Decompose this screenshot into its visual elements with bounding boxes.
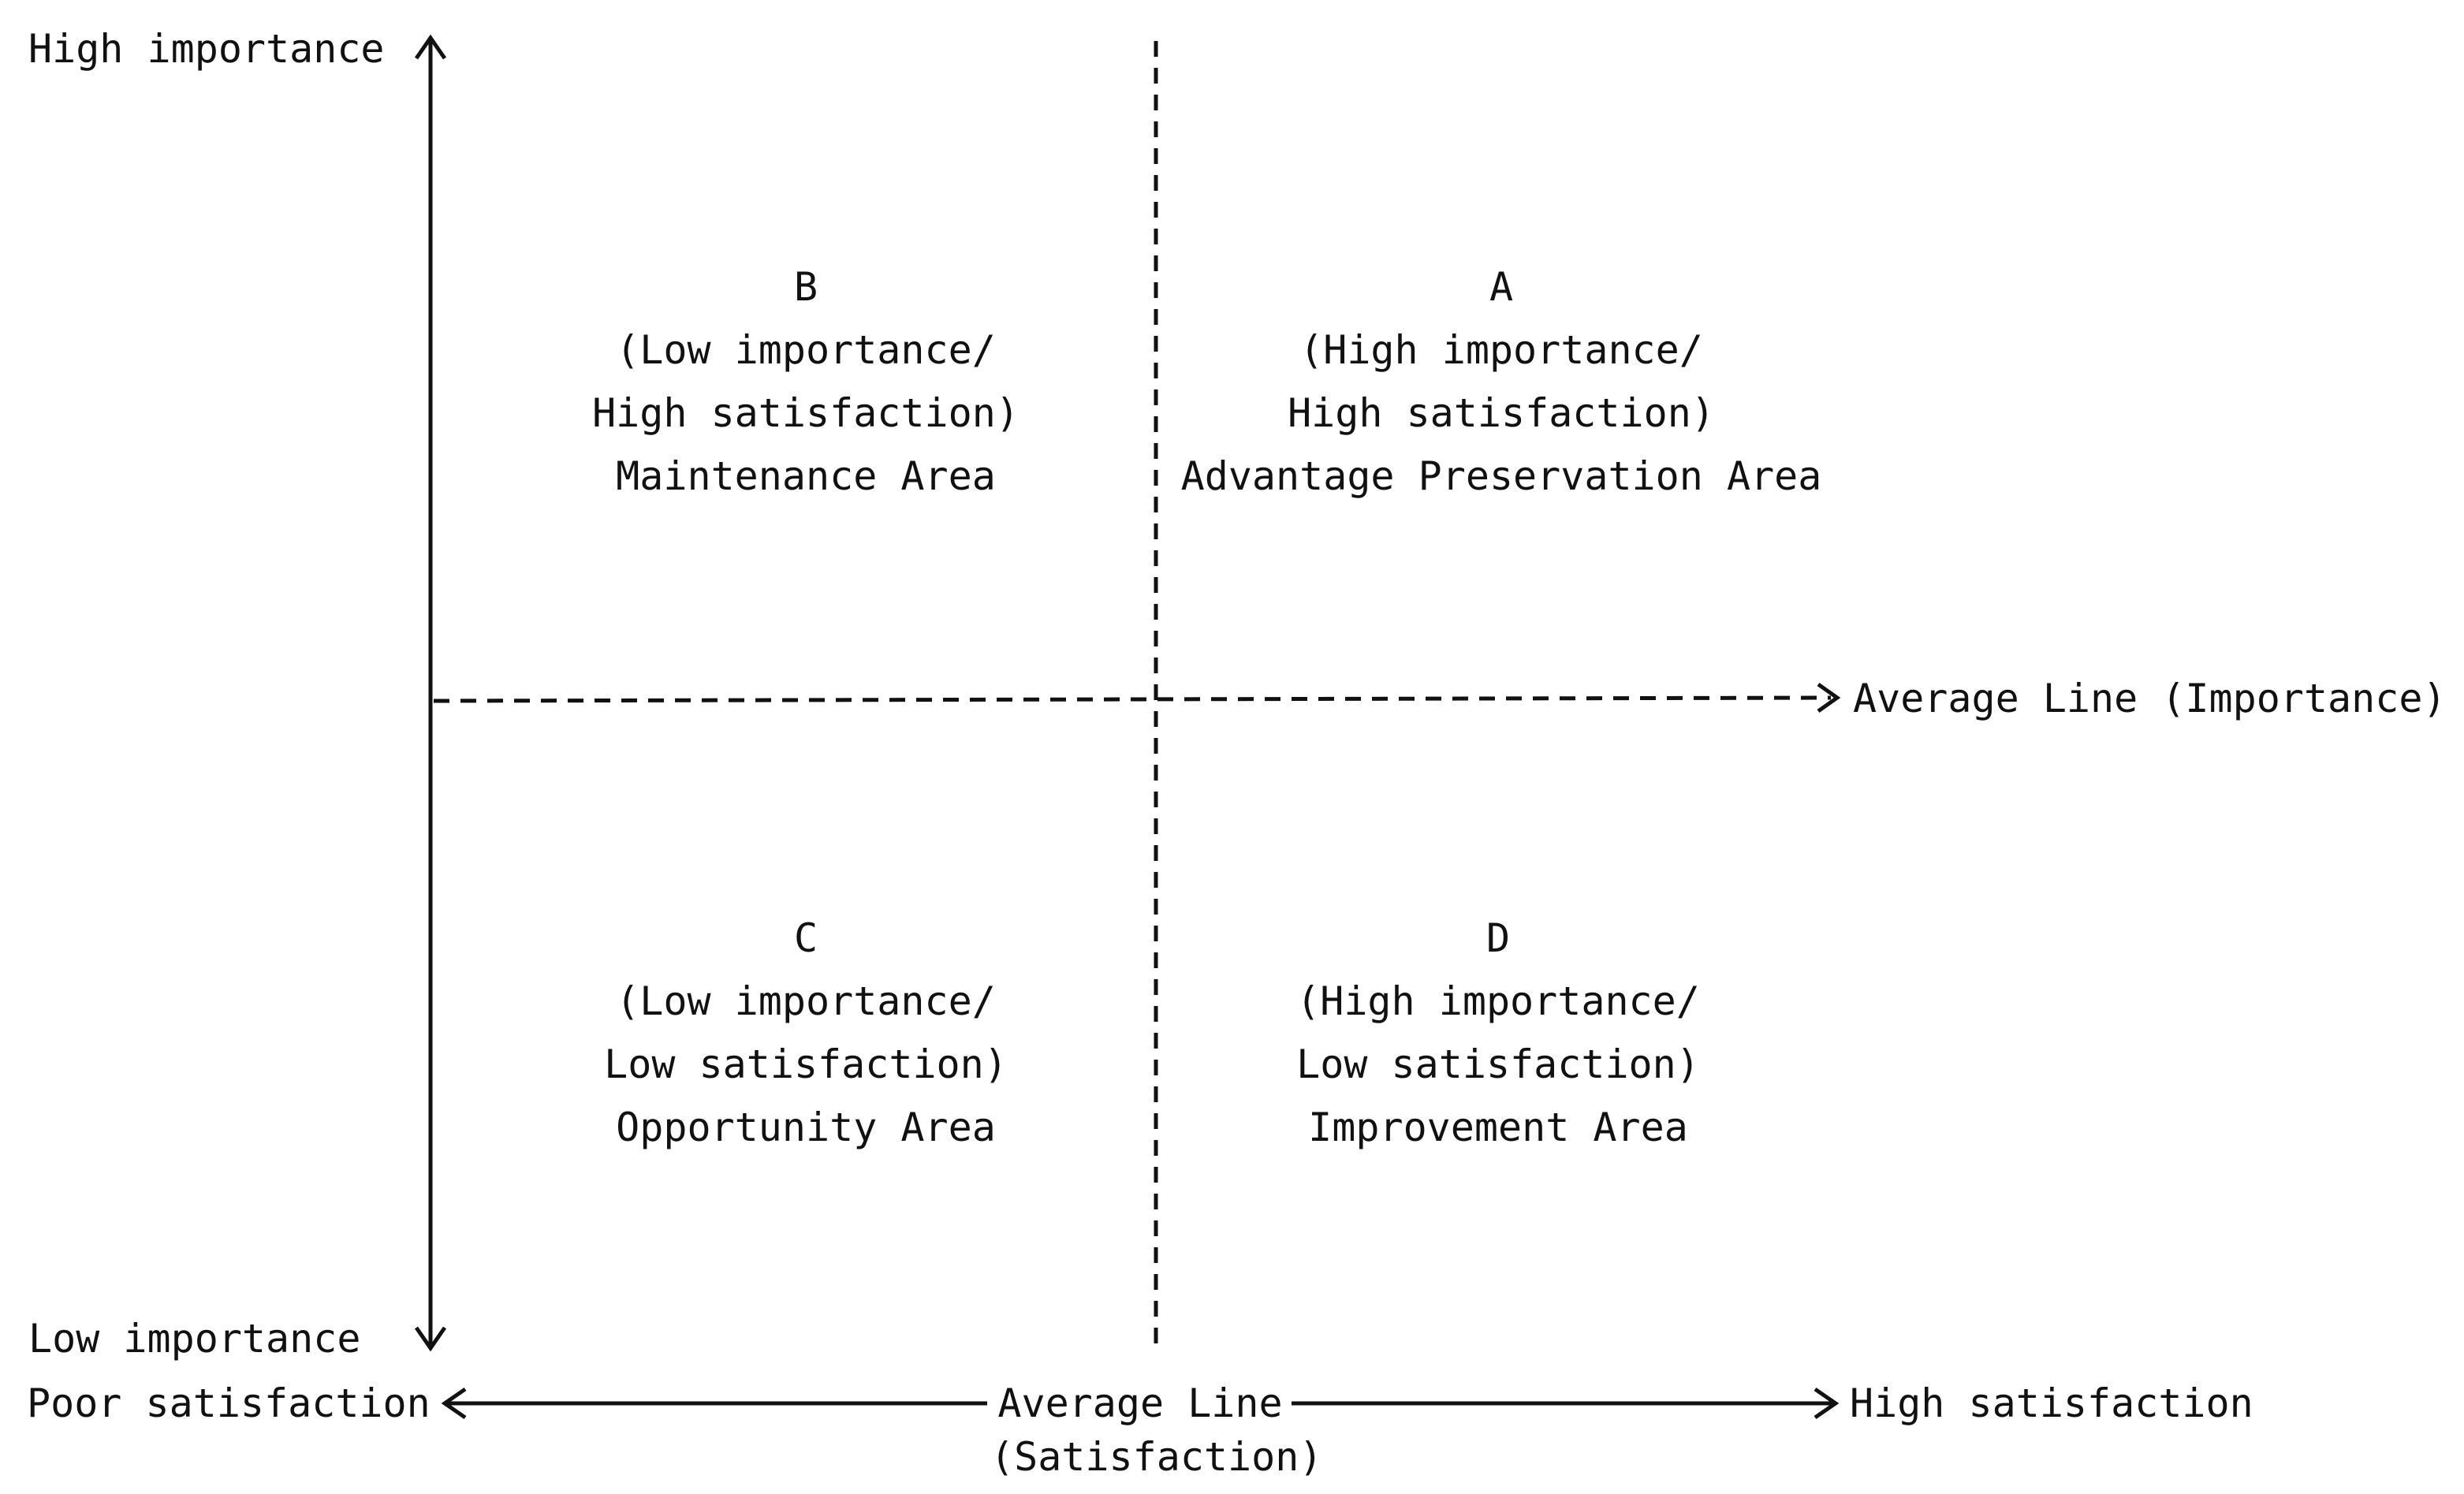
satisfaction-average-line-label-line1: Average Line	[997, 1380, 1283, 1426]
quadrant-a-line1: (High importance/	[1299, 327, 1703, 373]
x-axis-left-label: Poor satisfaction	[27, 1380, 431, 1426]
importance-average-line-label: Average Line (Importance)	[1853, 676, 2447, 721]
quadrant-b-area: Maintenance Area	[616, 453, 996, 499]
quadrant-d-letter: D	[1485, 915, 1511, 961]
quadrant-a: A (High importance/ High satisfaction) A…	[1107, 255, 1896, 508]
quadrant-d-line2: Low satisfaction)	[1296, 1041, 1700, 1087]
quadrant-c: C (Low importance/ Low satisfaction) Opp…	[412, 907, 1200, 1159]
satisfaction-axis-left-arrow	[441, 1387, 467, 1420]
y-axis-bottom-label: Low importance	[28, 1316, 361, 1362]
x-axis-right-label: High satisfaction	[1850, 1380, 2253, 1426]
quadrant-c-letter: C	[793, 915, 818, 961]
quadrant-c-area: Opportunity Area	[616, 1105, 996, 1150]
importance-average-line	[433, 695, 1832, 703]
quadrant-b-line2: High satisfaction)	[592, 390, 1020, 436]
satisfaction-average-line-label-line2: (Satisfaction)	[990, 1434, 1323, 1480]
importance-average-line-arrow	[1817, 682, 1841, 713]
importance-axis-bottom-arrow	[414, 1326, 447, 1352]
quadrant-a-area: Advantage Preservation Area	[1180, 453, 1822, 499]
quadrant-b-letter: B	[793, 264, 818, 310]
quadrant-d-line1: (High importance/	[1296, 978, 1700, 1024]
y-axis-top-label: High importance	[28, 26, 385, 72]
importance-axis-top-arrow	[414, 34, 447, 60]
satisfaction-axis-right-arrow	[1814, 1387, 1840, 1420]
quadrant-d-area: Improvement Area	[1308, 1105, 1688, 1150]
quadrant-c-line1: (Low importance/	[616, 978, 996, 1024]
quadrant-a-line2: High satisfaction)	[1288, 390, 1715, 436]
quadrant-b: B (Low importance/ High satisfaction) Ma…	[412, 255, 1200, 508]
quadrant-d: D (High importance/ Low satisfaction) Im…	[1104, 907, 1892, 1159]
quadrant-b-line1: (Low importance/	[616, 327, 996, 373]
quadrant-c-line2: Low satisfaction)	[604, 1041, 1008, 1087]
satisfaction-average-line-label: Average Line (Satisfaction)	[990, 1377, 1323, 1484]
quadrant-a-letter: A	[1489, 264, 1514, 310]
